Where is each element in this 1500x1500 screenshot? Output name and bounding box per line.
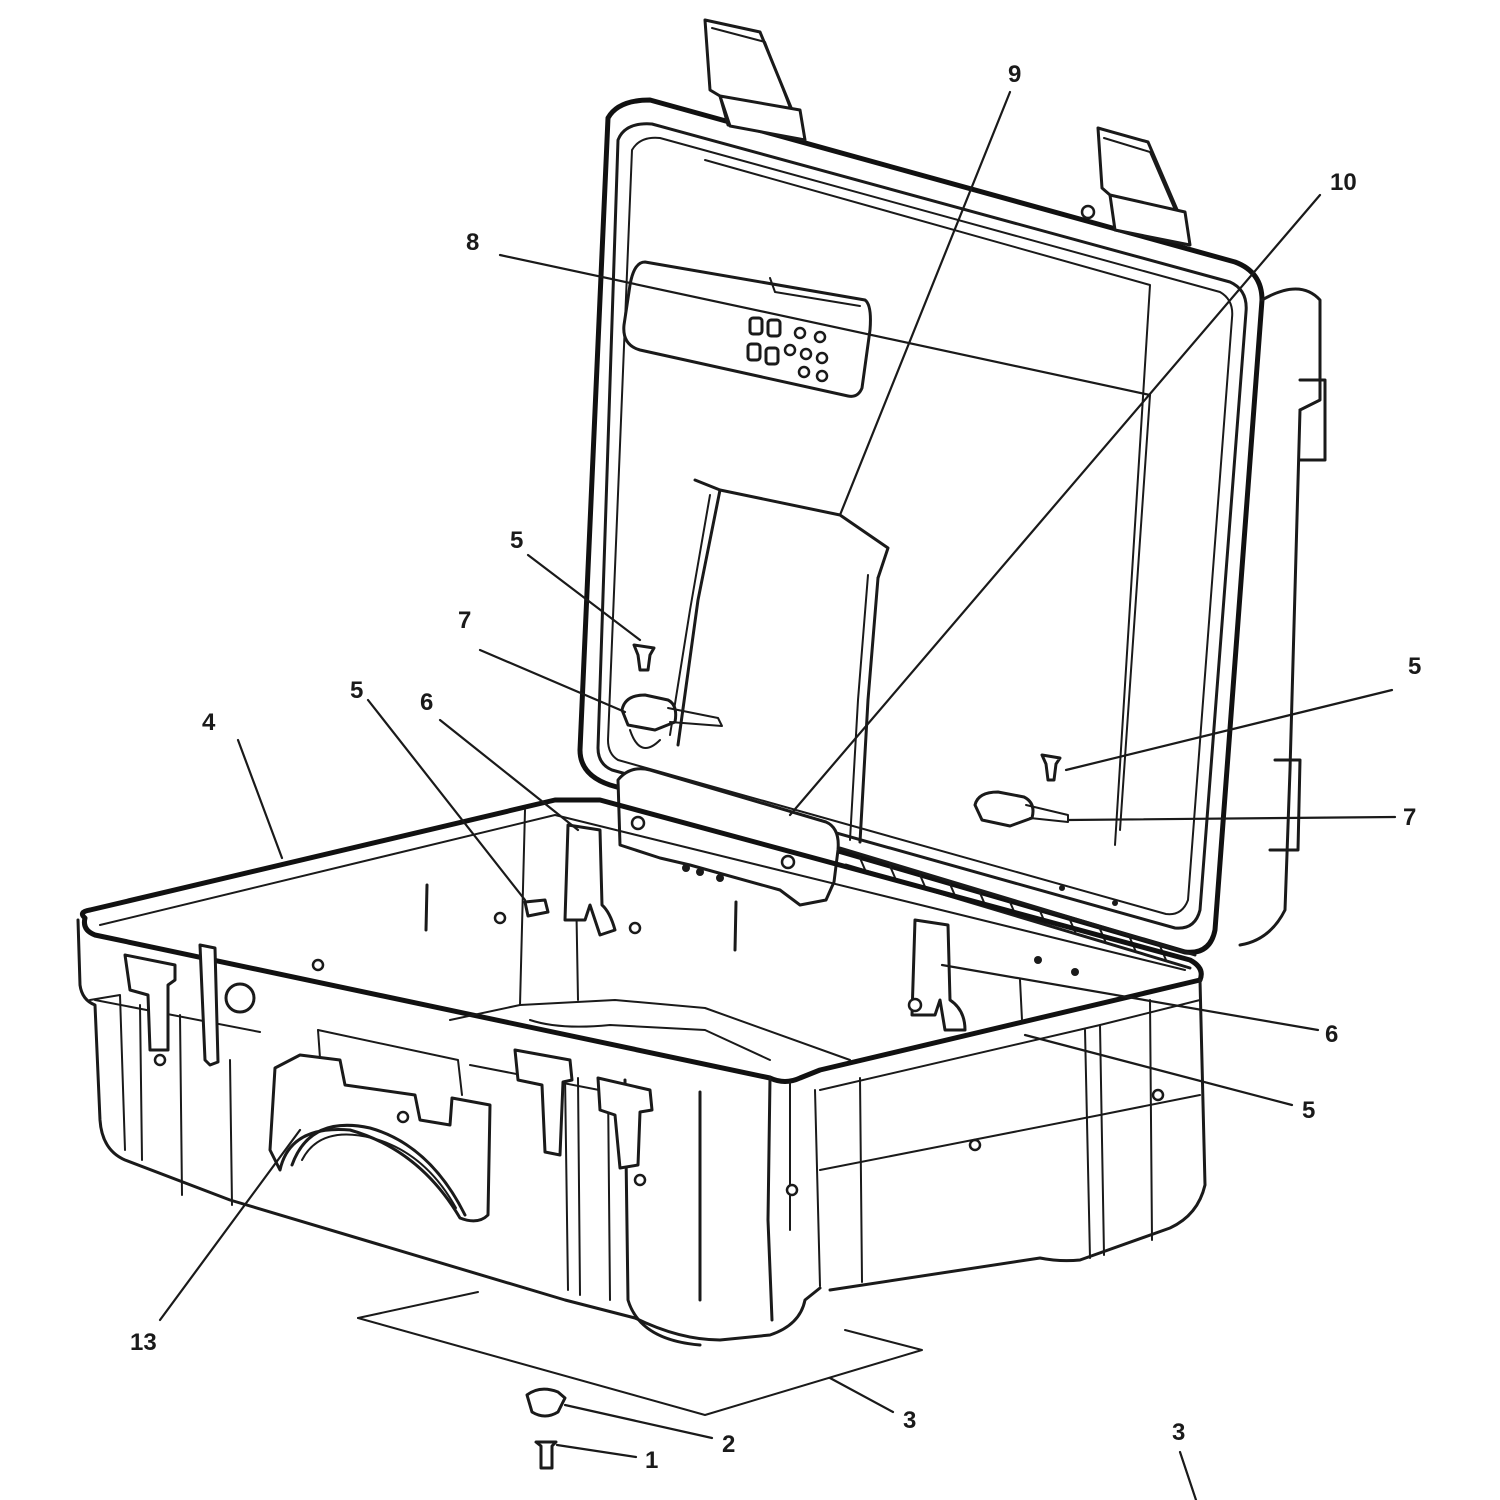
lid-hardware bbox=[620, 643, 1069, 828]
callout-7b: 7 bbox=[1403, 804, 1416, 831]
callout-5d: 5 bbox=[1302, 1097, 1315, 1124]
case-base bbox=[76, 797, 1207, 1347]
callout-13: 13 bbox=[130, 1329, 157, 1356]
callout-2: 2 bbox=[722, 1431, 735, 1458]
callout-3b: 3 bbox=[1172, 1419, 1185, 1446]
callout-7a: 7 bbox=[458, 607, 471, 634]
callout-1: 1 bbox=[645, 1447, 658, 1474]
foot-and-screw bbox=[525, 1387, 567, 1470]
callout-5c: 5 bbox=[350, 677, 363, 704]
callout-8: 8 bbox=[466, 229, 479, 256]
callout-6a: 6 bbox=[420, 689, 433, 716]
leader-lines bbox=[158, 90, 1397, 1500]
case-lid bbox=[577, 18, 1327, 955]
organizer-panel bbox=[622, 260, 872, 398]
callout-5b: 5 bbox=[1408, 653, 1421, 680]
callout-6b: 6 bbox=[1325, 1021, 1338, 1048]
callout-labels: 1 2 3 3 4 5 5 5 5 6 6 7 7 8 9 10 13 bbox=[130, 61, 1421, 1474]
callout-5a: 5 bbox=[510, 527, 523, 554]
callout-10: 10 bbox=[1330, 169, 1357, 196]
callout-4: 4 bbox=[202, 709, 216, 736]
bottom-label-sheet bbox=[357, 1291, 923, 1416]
callout-9: 9 bbox=[1008, 61, 1021, 88]
callout-3a: 3 bbox=[903, 1407, 916, 1434]
